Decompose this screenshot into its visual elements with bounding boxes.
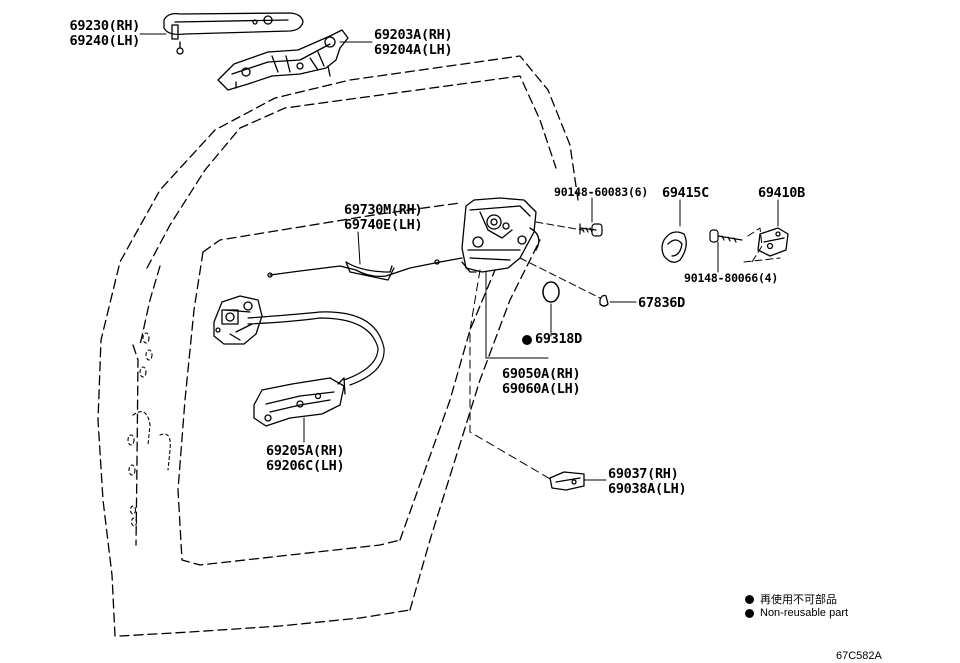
lock-leader-line — [485, 271, 549, 359]
label-69318d: 69318D — [522, 332, 582, 347]
striker-69410b — [757, 227, 789, 257]
door-outline — [97, 55, 579, 637]
part-69206c: 69206C(LH) — [266, 458, 345, 474]
part-69410b: 69410B — [758, 185, 805, 201]
part-69240: 69240(LH) — [69, 33, 141, 49]
handle-frame — [217, 29, 349, 91]
part-69415c: 69415C — [662, 185, 709, 201]
label-69730m-69740e: 69730M(RH) 69740E(LH) — [344, 202, 423, 233]
door-lock-assembly — [461, 197, 540, 273]
label-69230-69240: 69230(RH) 69240(LH) — [64, 18, 141, 49]
label-69203a-69204a: 69203A(RH) 69204A(LH) — [374, 27, 453, 58]
part-69230: 69230(RH) — [69, 18, 141, 34]
legend-jp-text: 再使用不可部品 — [760, 594, 837, 606]
label-69205a-69206c: 69205A(RH) 69206C(LH) — [266, 443, 345, 474]
inside-cable — [224, 309, 385, 386]
label-69050a-69060a: 69050A(RH) 69060A(LH) — [502, 366, 581, 397]
lock-dashed-line — [469, 269, 553, 481]
part-69740e: 69740E(LH) — [344, 217, 423, 233]
seal-ring-69318d — [542, 281, 560, 303]
bolt-60083 — [579, 223, 603, 237]
part-69730m: 69730M(RH) — [344, 202, 423, 218]
part-69050a: 69050A(RH) — [502, 366, 581, 382]
part-69038a: 69038A(LH) — [608, 481, 687, 497]
label-leaders — [139, 33, 373, 443]
legend-jp: 再使用不可部品 — [745, 591, 837, 607]
legend-en-text: Non-reusable part — [760, 607, 849, 619]
label-69037-69038a: 69037(RH) 69038A(LH) — [608, 466, 687, 497]
clip-69037 — [549, 471, 585, 491]
figure-code: 67C582A — [836, 650, 882, 662]
door-holes — [127, 332, 171, 527]
part-69060a: 69060A(LH) — [502, 381, 581, 397]
non-reusable-marker — [522, 334, 532, 345]
legend-en-dot — [745, 608, 754, 618]
part-67836d: 67836D — [638, 295, 685, 311]
legend-en: Non-reusable part — [745, 607, 848, 619]
legend-jp-dot — [745, 594, 754, 604]
cable-lock-unit — [213, 295, 263, 345]
lock-cable — [267, 257, 463, 281]
bolt-guides — [519, 221, 781, 299]
part-90148-80066: 90148-80066(4) — [684, 271, 779, 285]
part-69205a: 69205A(RH) — [266, 443, 345, 459]
bolt-80066 — [709, 229, 743, 243]
part-69037: 69037(RH) — [608, 466, 679, 482]
grommet-67836d — [599, 294, 609, 307]
part-69203a: 69203A(RH) — [374, 27, 453, 43]
part-90148-60083: 90148-60083(6) — [554, 185, 649, 199]
part-69204a: 69204A(LH) — [374, 42, 453, 58]
cover-69415c — [661, 231, 687, 263]
part-69318d: 69318D — [535, 331, 582, 347]
outside-handle — [163, 12, 304, 55]
inside-handle — [253, 377, 346, 427]
